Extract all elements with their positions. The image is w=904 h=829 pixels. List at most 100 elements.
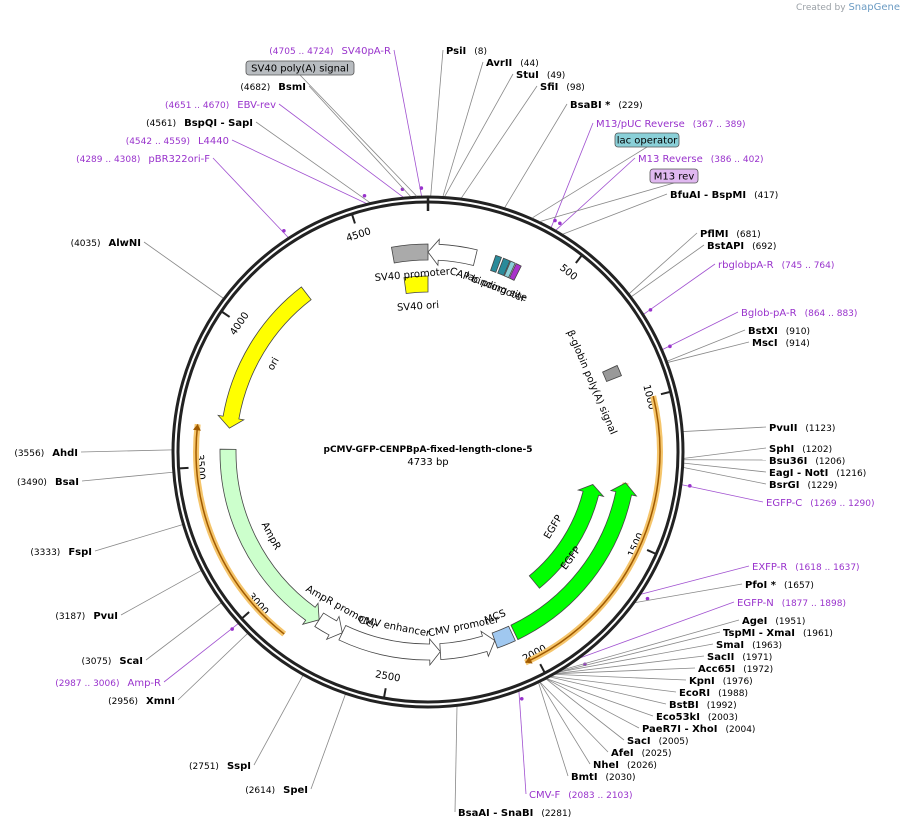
site-sv40pa-r[interactable]: (4705 .. 4724)SV40pA-R xyxy=(269,46,391,57)
site-bsrgi[interactable]: BsrGI(1229) xyxy=(769,480,837,491)
site-bglob-pa-r[interactable]: Bglob-pA-R(864 .. 883) xyxy=(741,308,857,319)
site-pvuii[interactable]: PvuII(1123) xyxy=(769,423,835,434)
leader-cmv-f xyxy=(518,691,527,795)
feature-cap-binding-site[interactable] xyxy=(490,254,503,273)
site-smai[interactable]: SmaI(1963) xyxy=(716,640,782,651)
site-bsai[interactable]: (3490)BsaI xyxy=(17,477,79,488)
site-psii[interactable]: PsiI(8) xyxy=(446,46,487,57)
leader-pbr322ori-f xyxy=(212,157,289,238)
feature-ampr-promoter[interactable] xyxy=(314,612,343,641)
site-eagi-noti[interactable]: EagI - NotI(1216) xyxy=(769,468,866,479)
site-ecori[interactable]: EcoRI(1988) xyxy=(679,688,748,699)
site-tspmi-xmai[interactable]: TspMI - XmaI(1961) xyxy=(723,628,833,639)
feature-cmv-promoter[interactable] xyxy=(439,630,496,661)
site-bsaai-snabi[interactable]: BsaAI - SnaBI(2281) xyxy=(458,808,571,819)
site-afei[interactable]: AfeI(2025) xyxy=(611,748,672,759)
site-egfp-n[interactable]: EGFP-N(1877 .. 1898) xyxy=(737,598,846,609)
site-m13-puc-reverse[interactable]: M13/pUC Reverse(367 .. 389) xyxy=(596,119,746,130)
plasmid-name: pCMV-GFP-CENPBpA-fixed-length-clone-5 xyxy=(324,445,533,455)
feature-label-sv40-ori: SV40 ori xyxy=(397,300,440,314)
site-cmv-f[interactable]: CMV-F(2083 .. 2103) xyxy=(529,790,633,801)
site-bsmi[interactable]: (4682)BsmI xyxy=(240,82,306,93)
leader-acc65i xyxy=(556,667,696,675)
feature-lac-operator[interactable] xyxy=(503,260,516,279)
m13-rev-box[interactable] xyxy=(649,168,699,184)
site-pbr322ori-f[interactable]: (4289 .. 4308)pBR322ori-F xyxy=(76,154,210,165)
feature-egfp-2[interactable] xyxy=(528,484,605,589)
site-pflmi[interactable]: PflMI(681) xyxy=(700,229,761,240)
site-stui[interactable]: StuI(49) xyxy=(516,70,565,81)
site-kpni[interactable]: KpnI(1976) xyxy=(689,676,753,687)
site-acc65i[interactable]: Acc65I(1972) xyxy=(698,664,773,675)
feature-lac-promoter[interactable] xyxy=(497,257,511,277)
tick-mark xyxy=(179,466,189,470)
site-bstapi[interactable]: BstAPI(692) xyxy=(707,241,776,252)
leader-agei xyxy=(562,619,740,671)
m13-rev-box-text: M13 rev xyxy=(654,172,695,183)
site-saci[interactable]: SacI(2005) xyxy=(627,736,689,747)
site-sphi[interactable]: SphI(1202) xyxy=(769,444,832,455)
lac-operator-box[interactable] xyxy=(614,132,680,148)
leader-bglob-pa-r xyxy=(662,311,739,350)
feature-cmv-enhancer[interactable] xyxy=(338,624,441,667)
site-alwni[interactable]: (4035)AlwNI xyxy=(71,238,141,249)
site-bsabi[interactable]: BsaBI *(229) xyxy=(570,100,643,111)
site-amp-r[interactable]: (2987 .. 3006)Amp-R xyxy=(55,678,161,689)
site-ebv-rev[interactable]: (4651 .. 4670)EBV-rev xyxy=(165,100,276,111)
site-xmni[interactable]: (2956)XmnI xyxy=(108,696,175,707)
feature-mcs[interactable] xyxy=(491,625,516,649)
site-bstbi[interactable]: BstBI(1992) xyxy=(669,700,737,711)
site-msci[interactable]: MscI(914) xyxy=(752,338,810,349)
leader-tspmi-xmai xyxy=(559,631,721,673)
site-pvui[interactable]: (3187)PvuI xyxy=(55,611,118,622)
site-bspqi-sapi[interactable]: (4561)BspQI - SapI xyxy=(146,118,253,129)
tick-mark xyxy=(241,611,250,619)
feature-label-ampr: AmpR xyxy=(259,520,283,552)
feature-ori[interactable] xyxy=(217,286,312,429)
feature-sv40-promoter-arrow[interactable] xyxy=(427,238,478,267)
site-sfii[interactable]: SfiI(98) xyxy=(540,82,585,93)
site-pfoi[interactable]: PfoI *(1657) xyxy=(745,580,814,591)
site-m13-reverse[interactable]: M13 Reverse(386 .. 402) xyxy=(638,154,764,165)
site-ahdi[interactable]: (3556)AhdI xyxy=(14,448,78,459)
tick-mark xyxy=(351,214,356,224)
site-bsu36i[interactable]: Bsu36I(1206) xyxy=(769,456,845,467)
primer-mark xyxy=(645,596,650,601)
site-sspi[interactable]: (2751)SspI xyxy=(189,761,251,772)
feature-egfp[interactable] xyxy=(510,482,638,641)
leader-bspqi-sapi xyxy=(255,121,371,203)
feature-label-egfp-2: EGFP xyxy=(542,513,565,541)
site-scai[interactable]: (3075)ScaI xyxy=(81,656,143,667)
site-bfuai-bspmi[interactable]: BfuAI - BspMI(417) xyxy=(670,190,778,201)
site-sacii[interactable]: SacII(1971) xyxy=(707,652,772,663)
site-fspi[interactable]: (3333)FspI xyxy=(30,547,92,558)
site-paer7i-xhoi[interactable]: PaeR7I - XhoI(2004) xyxy=(642,724,755,735)
feature-globin-poly-a-signal[interactable] xyxy=(602,364,622,383)
leader-eagi-noti xyxy=(683,462,767,473)
leader-bfuai-bspmi xyxy=(562,193,668,235)
feature-sv40-promoter[interactable] xyxy=(391,243,429,264)
site-agei[interactable]: AgeI(1951) xyxy=(742,616,805,627)
site-eco53ki[interactable]: Eco53kI(2003) xyxy=(656,712,738,723)
site-spei[interactable]: (2614)SpeI xyxy=(245,785,308,796)
site-bstxi[interactable]: BstXI(910) xyxy=(748,326,810,337)
leader-pflmi xyxy=(628,232,698,294)
sv40-polya-signal-box[interactable] xyxy=(245,60,355,76)
site-l4440[interactable]: (4542 .. 4559)L4440 xyxy=(126,136,229,147)
feature-m13-rev[interactable] xyxy=(508,263,522,281)
site-nhei[interactable]: NheI(2026) xyxy=(593,760,657,771)
leader-eco53ki xyxy=(546,678,654,717)
sv40-polya-signal-box-leader xyxy=(299,74,418,197)
site-bmti[interactable]: BmtI(2030) xyxy=(571,772,635,783)
feature-sv40-ori[interactable] xyxy=(403,275,429,294)
site-rbglobpa-r[interactable]: rbglobpA-R(745 .. 764) xyxy=(718,260,834,271)
site-egfp-c[interactable]: EGFP-C(1269 .. 1290) xyxy=(766,498,875,509)
site-avrii[interactable]: AvrII(44) xyxy=(486,58,539,69)
feature-arrows xyxy=(217,238,638,667)
primer-mark xyxy=(519,696,524,701)
site-exfp-r[interactable]: EXFP-R(1618 .. 1637) xyxy=(752,562,860,573)
orange-arc-right xyxy=(525,395,661,664)
watermark: Created by SnapGene xyxy=(796,2,900,13)
leader-msci xyxy=(667,341,750,363)
